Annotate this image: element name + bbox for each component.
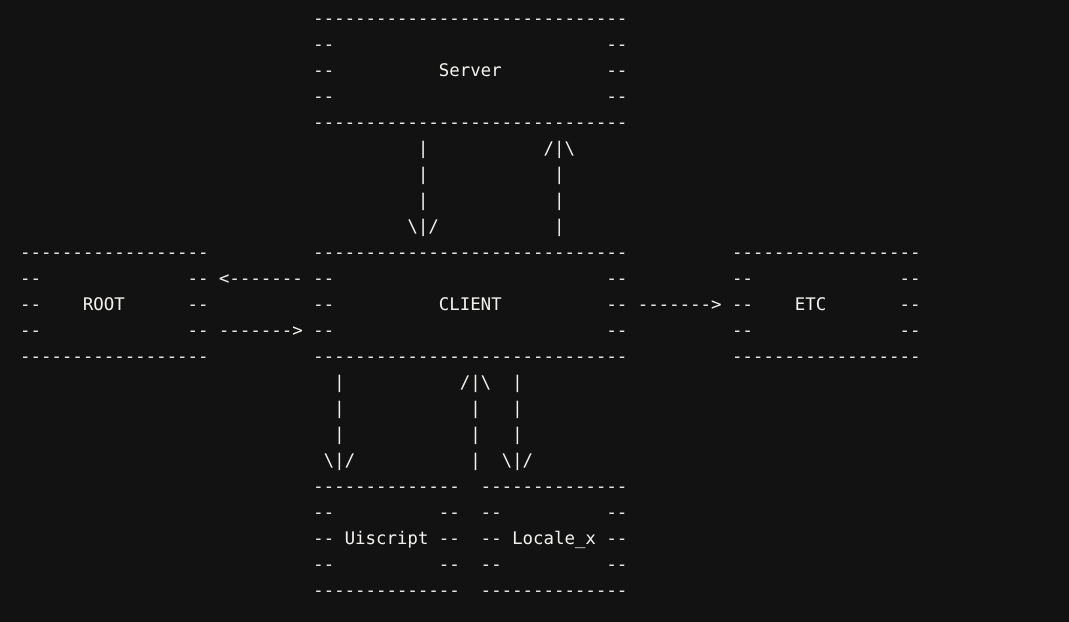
ascii-architecture-diagram: ------------------------------ -- -- -- …: [20, 9, 921, 601]
